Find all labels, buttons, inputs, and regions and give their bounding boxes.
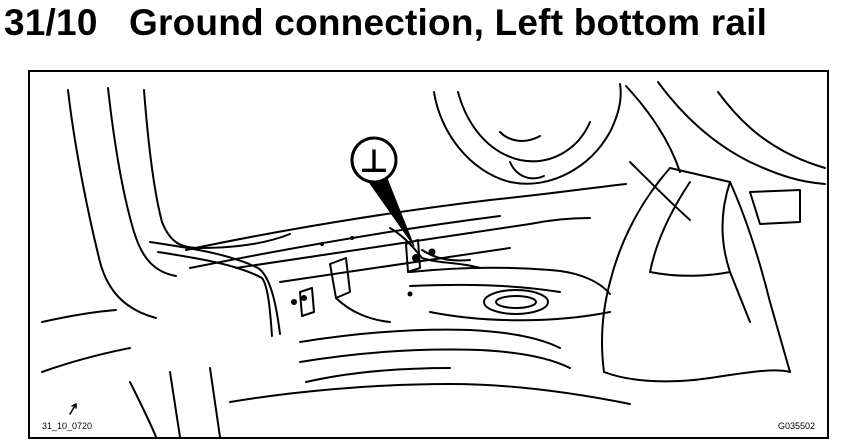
ground-bolt-2	[428, 248, 436, 256]
floor-rear-edge	[185, 183, 627, 283]
ground-bolt-1	[412, 254, 420, 262]
figure-code-right: G035502	[777, 421, 815, 431]
diagram-frame: ⊥ 31_10_0720 G035502	[28, 70, 829, 439]
rail-hole-1	[350, 236, 354, 240]
seat-base	[129, 328, 631, 437]
page-title: 31/10 Ground connection, Left bottom rai…	[4, 2, 768, 43]
center-console	[601, 167, 791, 383]
figure-code-left: 31_10_0720	[42, 421, 93, 431]
mounting-bracket	[299, 239, 421, 323]
rail-hole-2	[320, 242, 324, 246]
ground-bolts	[291, 236, 436, 305]
ground-symbol-icon: ⊥	[359, 142, 388, 180]
ground-symbol-balloon	[350, 136, 398, 184]
door-frame-outline	[41, 87, 291, 373]
harness-clip-2	[301, 295, 307, 301]
harness-clip-1	[291, 299, 297, 305]
wiring-harness	[149, 227, 481, 337]
orientation-mark	[69, 403, 77, 415]
floor-stud	[407, 291, 413, 297]
dashboard-outline	[625, 81, 826, 225]
floor-pan	[409, 266, 611, 322]
steering-wheel	[433, 83, 622, 185]
ground-callout: ⊥	[350, 136, 415, 247]
vehicle-interior-drawing: ⊥	[41, 81, 826, 437]
